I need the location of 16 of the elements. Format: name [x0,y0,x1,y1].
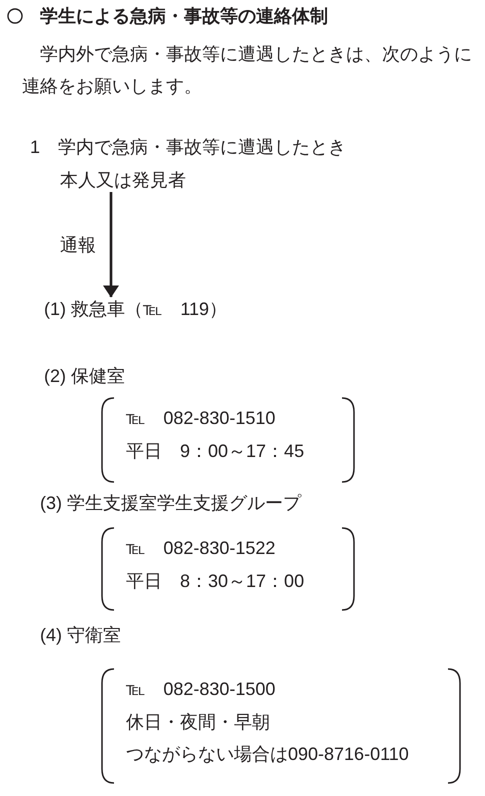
title: 学生による急病・事故等の連絡体制 [40,5,328,28]
hours-note: 休日・夜間・早朝 [126,711,270,734]
contact-heading: (3) 学生支援室学生支援グループ [40,492,301,515]
caller-text: 本人又は発見者 [60,168,186,192]
office-hours: 平日 9：00～17：45 [126,440,304,463]
contact-heading: (2) 保健室 [44,365,125,388]
intro-paragraph: 学内外で急病・事故等に遭遇したときは、次のように連絡をお願いします。 [22,43,473,98]
fallback-phone-note: つながらない場合は090-8716-0110 [126,743,409,766]
phone-number: ℡ 082-830-1510 [126,407,276,430]
phone-number: ℡ 082-830-1522 [126,537,276,560]
section-heading: 1 学内で急病・事故等に遭遇したとき [30,136,346,159]
phone-number: ℡ 082-830-1500 [126,678,276,701]
office-hours: 平日 8：30～17：00 [126,570,304,593]
contact-heading: (4) 守衛室 [40,624,121,647]
arrow [103,192,119,298]
contact-heading: (1) 救急車（℡ 119） [44,297,228,321]
